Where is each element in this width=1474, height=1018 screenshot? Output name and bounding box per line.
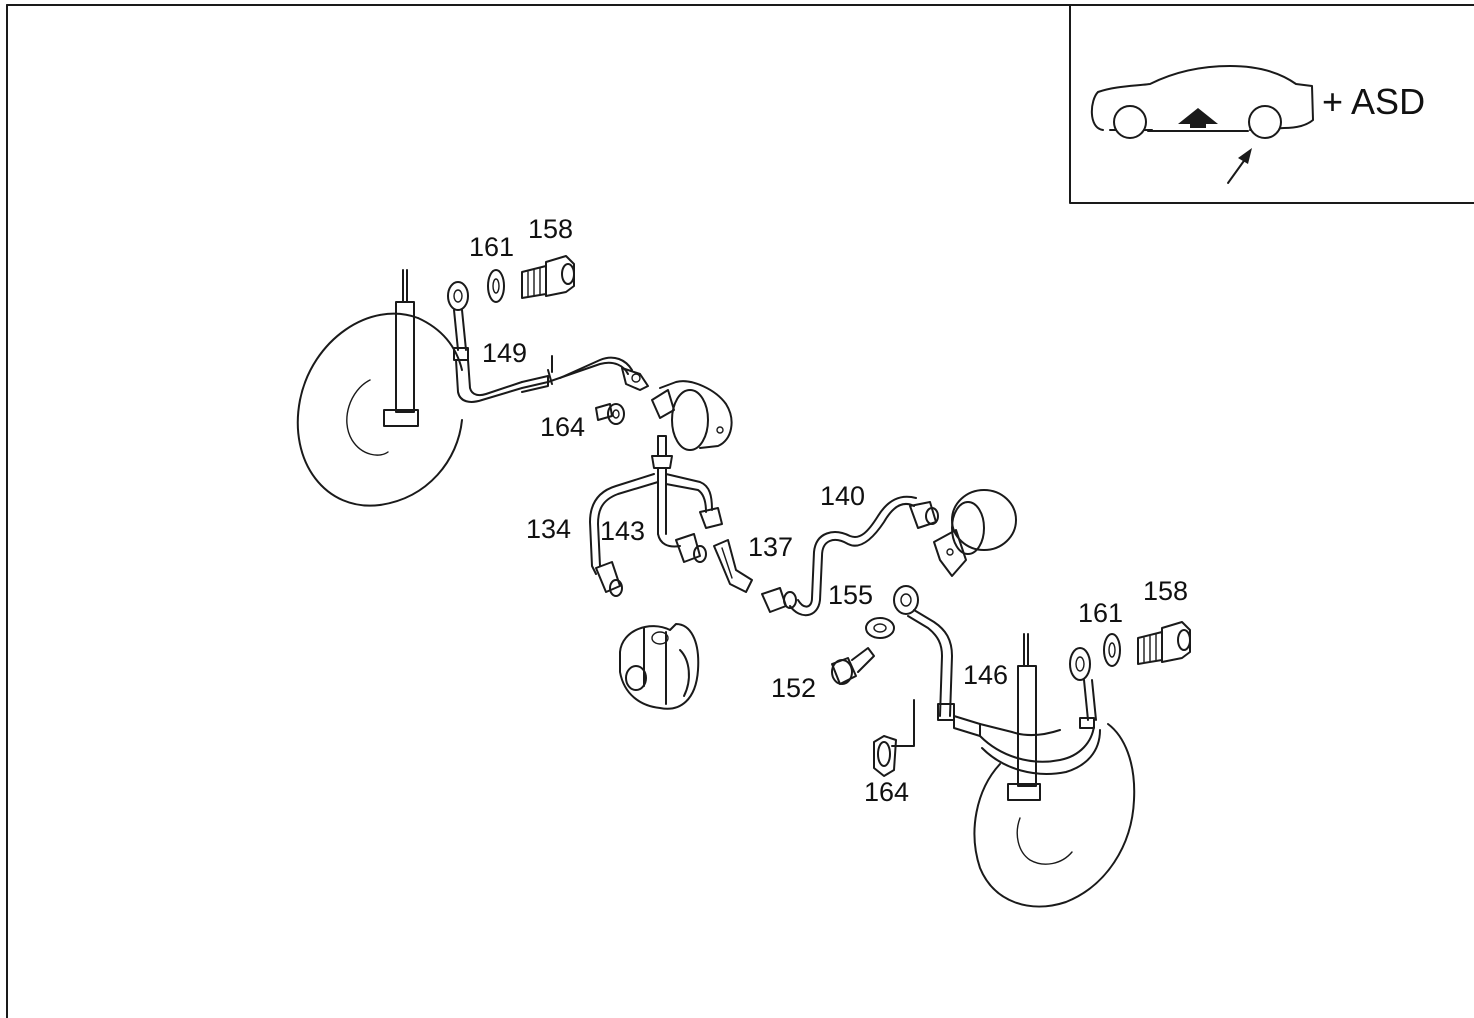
washer-155	[865, 617, 895, 639]
inset-box: + ASD	[1069, 4, 1474, 204]
bolt-152	[831, 647, 875, 685]
bracket-137	[713, 539, 753, 593]
right-brake-disc	[973, 633, 1136, 908]
brake-line-134	[589, 473, 659, 597]
pointer-arrow-icon	[1227, 148, 1252, 184]
callout-134: 134	[526, 514, 571, 544]
left-banjo-fitting	[447, 281, 469, 361]
inset-label: + ASD	[1322, 81, 1425, 122]
right-pressure-accumulator	[933, 489, 1017, 577]
right-banjo-bolt-158	[1137, 621, 1191, 665]
right-washer-161	[1103, 633, 1121, 667]
callout-158-right: 158	[1143, 576, 1188, 606]
right-bracket-164	[873, 699, 915, 777]
left-pressure-accumulator	[651, 380, 733, 451]
callout-155: 155	[828, 580, 873, 610]
left-brake-hose-149	[455, 355, 649, 403]
callout-143: 143	[600, 516, 645, 546]
left-washer-161	[487, 269, 505, 303]
distributor-fitting	[651, 435, 673, 469]
callout-149: 149	[482, 338, 527, 368]
valve-block	[619, 623, 700, 710]
callout-164-right: 164	[864, 777, 909, 807]
callout-164-left: 164	[540, 412, 585, 442]
car-icon	[1090, 65, 1314, 139]
left-brake-disc	[296, 269, 463, 507]
callout-137: 137	[748, 532, 793, 562]
brake-line-140	[761, 495, 939, 616]
callout-152: 152	[771, 673, 816, 703]
callout-158-left: 158	[528, 214, 573, 244]
callout-labels: 158 161 149 164 134 143 137 140 155 152 …	[469, 214, 1188, 807]
right-brake-hose-146	[893, 585, 1101, 775]
arrow-up-icon	[1178, 108, 1218, 128]
callout-161-right: 161	[1078, 598, 1123, 628]
callout-140: 140	[820, 481, 865, 511]
callout-161-left: 161	[469, 232, 514, 262]
left-bolt-164	[595, 403, 625, 425]
brake-line-143	[657, 467, 723, 563]
callout-146: 146	[963, 660, 1008, 690]
left-banjo-bolt-158	[521, 255, 575, 299]
diagram-frame	[6, 4, 1474, 1018]
